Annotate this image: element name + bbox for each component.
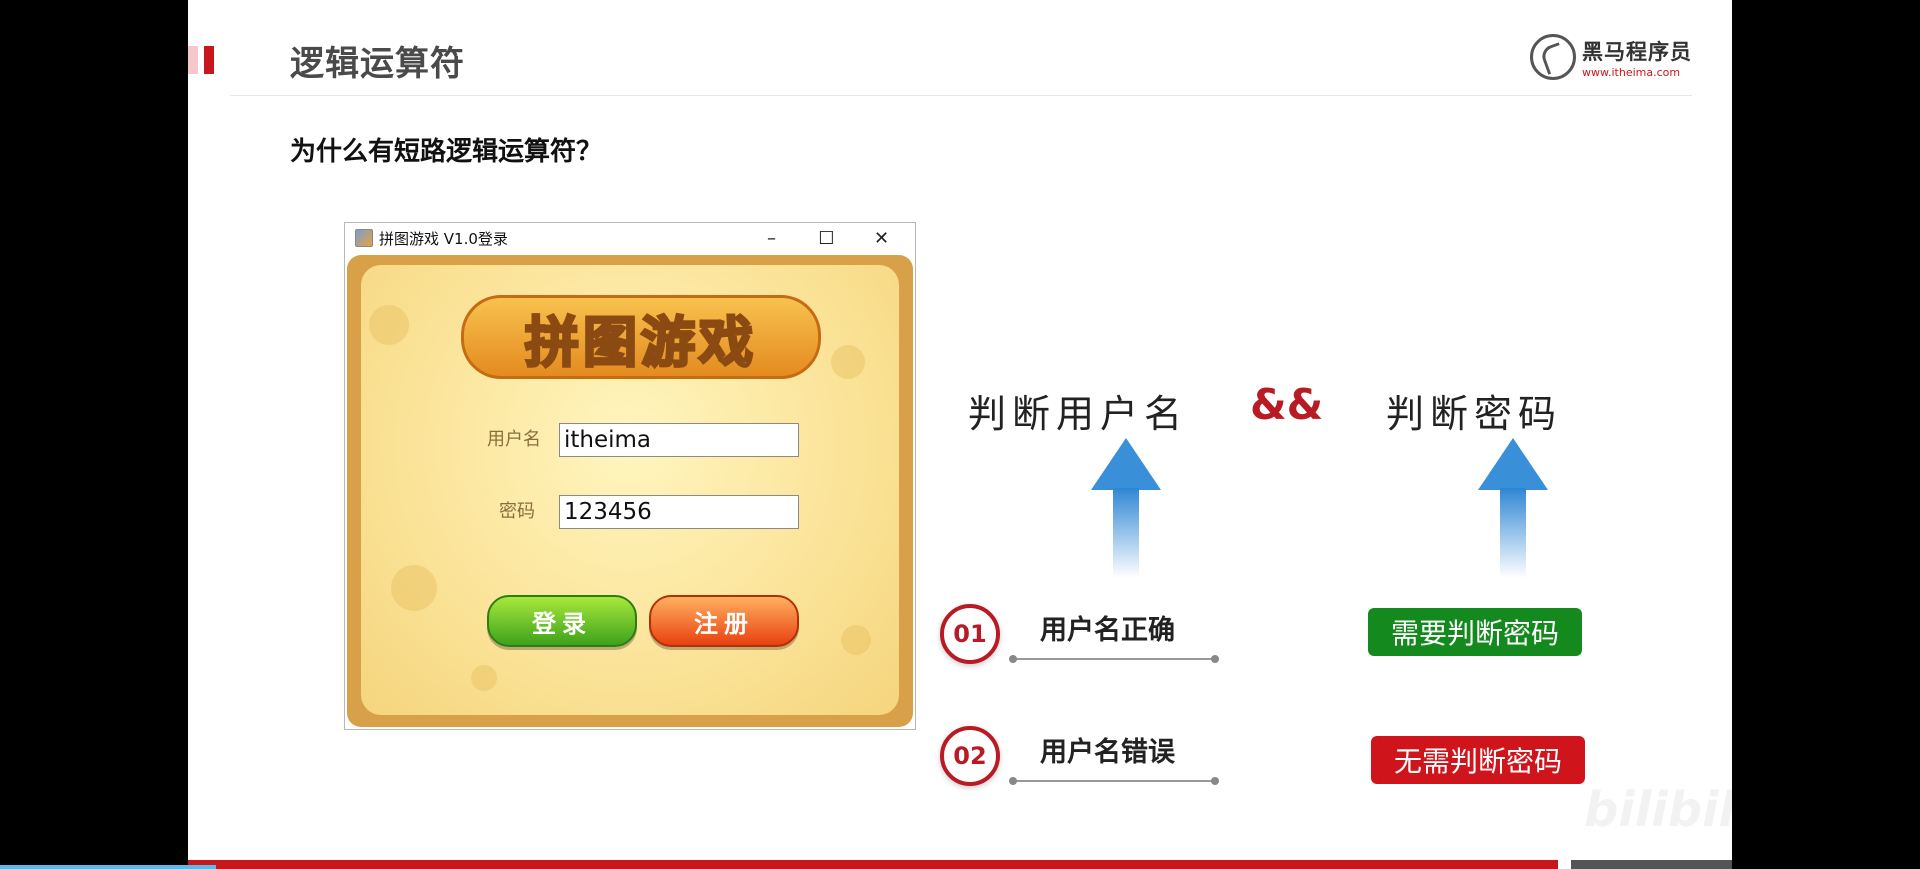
username-label: 用户名: [487, 429, 541, 450]
case-number-badge: 02: [940, 726, 1000, 786]
login-button[interactable]: 登录: [487, 595, 637, 647]
game-login-window: 拼图游戏 V1.0登录 – ☐ ✕ 拼图游戏 用户名 itheima 密码 12: [344, 222, 916, 730]
java-app-icon: [355, 229, 373, 247]
title-divider: [230, 95, 1692, 96]
slide-title: 逻辑运算符: [290, 44, 465, 84]
footer-accent-bar: [188, 860, 1558, 869]
case-underline: [1009, 777, 1219, 785]
window-title: 拼图游戏 V1.0登录: [379, 229, 508, 248]
result-no-check: 无需判断密码: [1371, 736, 1585, 784]
decor-spot: [471, 665, 497, 691]
password-label: 密码: [499, 501, 535, 522]
username-input[interactable]: itheima: [559, 423, 799, 457]
logo-name: 黑马程序员: [1582, 39, 1692, 64]
decor-spot: [391, 565, 437, 611]
slide: 逻辑运算符 黑马程序员 www.itheima.com 为什么有短路逻辑运算符？…: [188, 0, 1732, 869]
logo-url: www.itheima.com: [1582, 65, 1681, 79]
case-username-correct: 用户名正确: [1040, 615, 1175, 646]
check-password-label: 判断密码: [1386, 392, 1563, 436]
footer-dark-bar: [1571, 860, 1732, 869]
up-arrow-icon: [1478, 438, 1548, 578]
game-banner-text: 拼图游戏: [524, 309, 757, 375]
game-banner: 拼图游戏: [461, 295, 821, 379]
up-arrow-icon: [1091, 438, 1161, 578]
game-panel: 拼图游戏 用户名 itheima 密码 123456 登录 注册: [347, 255, 913, 727]
slide-subtitle: 为什么有短路逻辑运算符？: [290, 137, 603, 167]
parchment-background: 拼图游戏 用户名 itheima 密码 123456 登录 注册: [361, 265, 899, 715]
decor-spot: [841, 625, 871, 655]
minimize-button[interactable]: –: [767, 227, 776, 249]
and-operator: &&: [1250, 380, 1324, 429]
check-username-label: 判断用户名: [968, 392, 1189, 436]
case-underline: [1009, 655, 1219, 663]
password-input[interactable]: 123456: [559, 495, 799, 529]
case-number-badge: 01: [940, 604, 1000, 664]
window-titlebar[interactable]: 拼图游戏 V1.0登录 – ☐ ✕: [345, 223, 915, 253]
decor-spot: [831, 345, 865, 379]
title-accent-bar: [188, 46, 214, 74]
close-button[interactable]: ✕: [873, 227, 890, 249]
horse-logo-icon: [1530, 34, 1576, 80]
bilibili-watermark: bilibili: [1584, 782, 1732, 838]
maximize-button[interactable]: ☐: [818, 227, 835, 249]
video-progress-bar[interactable]: [0, 865, 216, 869]
case-username-wrong: 用户名错误: [1040, 737, 1175, 768]
result-need-check: 需要判断密码: [1368, 608, 1582, 656]
brand-logo: 黑马程序员 www.itheima.com: [1530, 34, 1692, 80]
decor-spot: [369, 305, 409, 345]
register-button[interactable]: 注册: [649, 595, 799, 647]
